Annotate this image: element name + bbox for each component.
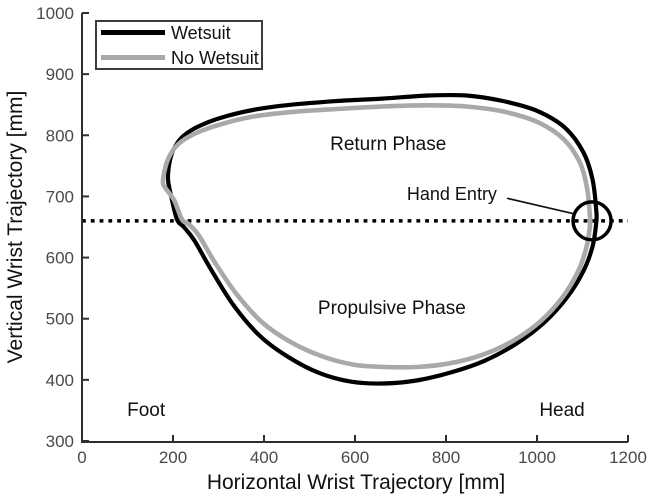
no-wetsuit-line-swatch [101,55,165,60]
annotation-hand-entry: Hand Entry [407,184,497,204]
x-tick-label: 1200 [609,448,647,467]
legend-item-no-wetsuit: No Wetsuit [101,47,259,69]
y-axis-title: Vertical Wrist Trajectory [mm] [4,91,27,364]
wetsuit-line-swatch [101,30,165,35]
y-tick-label: 600 [46,249,74,268]
hand-entry-circle-marker [571,200,613,242]
y-tick-label: 700 [46,187,74,206]
x-axis-title: Horizontal Wrist Trajectory [mm] [207,471,505,494]
legend-box: Wetsuit No Wetsuit [95,20,263,70]
hand-entry-leader-line [506,197,574,215]
x-tick-label: 800 [432,448,460,467]
x-axis: 0 200 400 600 800 1000 1200 [77,435,647,467]
y-tick-label: 400 [46,371,74,390]
x-tick-label: 0 [77,448,86,467]
y-tick-label: 1000 [36,4,74,23]
annotation-foot: Foot [127,400,166,421]
x-tick-label: 1000 [518,448,556,467]
y-tick-label: 800 [46,126,74,145]
curve-wetsuit [165,92,599,386]
curve-no-wetsuit [160,103,593,370]
y-tick-label: 500 [46,310,74,329]
series-curves [160,92,599,386]
y-axis: 300 400 500 600 700 800 900 1000 [36,4,89,451]
annotation-return-phase: Return Phase [330,134,446,155]
legend-label: Wetsuit [171,22,231,43]
annotation-head: Head [539,400,584,421]
x-tick-label: 600 [341,448,369,467]
legend-label: No Wetsuit [171,47,259,68]
x-tick-label: 400 [250,448,278,467]
legend-item-wetsuit: Wetsuit [101,22,257,44]
x-tick-label: 200 [159,448,187,467]
y-tick-label: 300 [46,432,74,451]
hand-entry-circle [571,200,613,242]
annotation-propulsive-phase: Propulsive Phase [318,298,466,319]
y-tick-label: 900 [46,65,74,84]
